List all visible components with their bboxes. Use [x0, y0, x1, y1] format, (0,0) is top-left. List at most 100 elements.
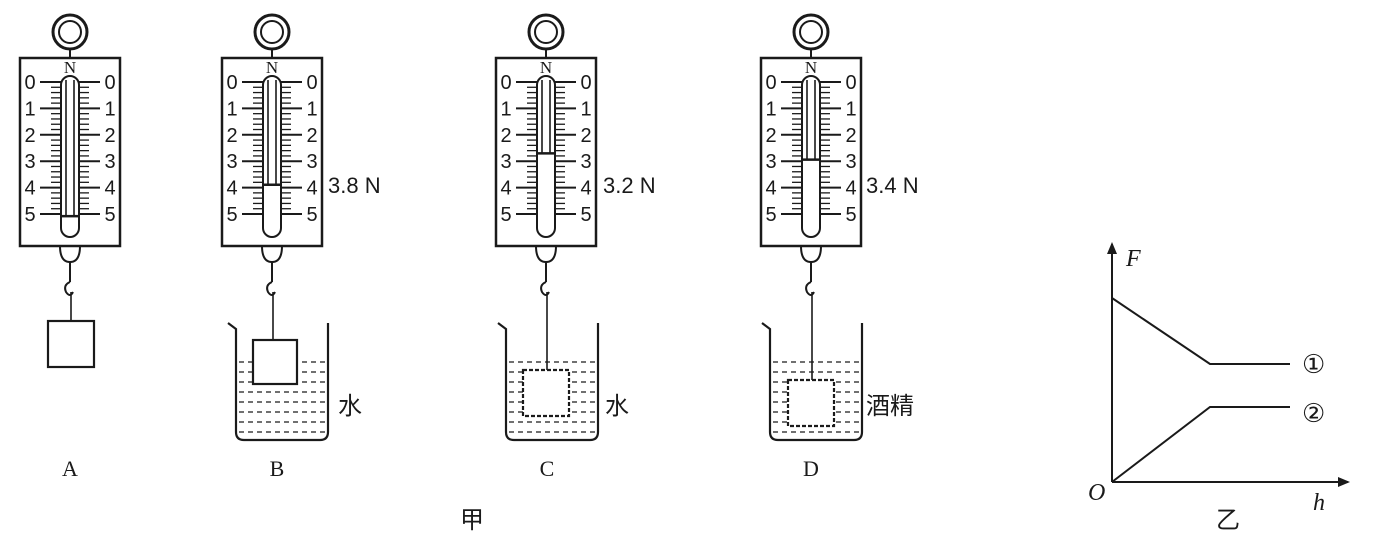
reading-b: 3.8 N: [328, 173, 381, 198]
scale-number-right: 2: [580, 125, 591, 147]
scale-unit: N: [266, 58, 278, 77]
liquid-label-d: 酒精: [866, 393, 914, 420]
scale-number-right: 4: [845, 178, 856, 200]
scale-number-right: 1: [306, 98, 317, 120]
scale-number-left: 2: [500, 125, 511, 147]
scale-number-right: 5: [580, 204, 591, 226]
scale-number-right: 4: [580, 178, 591, 200]
spring-scale-c: N 0 0 1 1 2 2 3 3 4 4 5 5: [494, 13, 600, 442]
figure-jia-caption: 甲: [460, 507, 484, 534]
scale-number-left: 3: [226, 151, 237, 173]
hook: [805, 281, 815, 296]
scale-number-right: 1: [845, 98, 856, 120]
beaker: [761, 322, 864, 442]
scale-number-left: 3: [765, 151, 776, 173]
bottom-loop: [800, 245, 822, 264]
panel-label-b: B: [270, 456, 285, 481]
scale-tube: [262, 75, 282, 238]
bottom-loop: [59, 245, 81, 264]
hanging-ring-inner: [799, 20, 823, 44]
liquid-label-c: 水: [605, 393, 629, 420]
scale-unit: N: [540, 58, 552, 77]
beaker: [497, 322, 600, 442]
x-axis-label: h: [1313, 490, 1325, 516]
scale-number-left: 5: [765, 204, 776, 226]
curve-1-label: ①: [1302, 349, 1325, 379]
origin-label: O: [1088, 480, 1105, 506]
scale-body: [220, 56, 324, 248]
scale-unit: N: [64, 58, 76, 77]
scale-tube: [801, 75, 821, 238]
scale-number-right: 4: [104, 178, 115, 200]
scale-tube: [60, 75, 80, 238]
liquid-label-b: 水: [338, 393, 362, 420]
scale-number-left: 5: [24, 204, 35, 226]
hanging-ring-inner: [260, 20, 284, 44]
scale-number-right: 0: [306, 72, 317, 94]
scale-number-left: 2: [226, 125, 237, 147]
scale-number-left: 3: [24, 151, 35, 173]
metal-block: [46, 319, 96, 369]
beaker: [227, 322, 330, 442]
scale-body: [759, 56, 863, 248]
y-axis-label: F: [1125, 246, 1141, 272]
hanging-ring-inner: [58, 20, 82, 44]
scale-number-right: 3: [845, 151, 856, 173]
metal-block: [521, 368, 571, 418]
scale-number-left: 1: [765, 98, 776, 120]
scale-number-right: 3: [306, 151, 317, 173]
panel-label-a: A: [62, 456, 78, 481]
scale-body: [494, 56, 598, 248]
scale-number-right: 5: [104, 204, 115, 226]
curve-1: [1111, 297, 1290, 365]
scale-number-left: 1: [24, 98, 35, 120]
scale-number-left: 1: [500, 98, 511, 120]
scale-number-right: 2: [104, 125, 115, 147]
spring-scale-a: N 0 0 1 1 2 2 3 3 4 4 5 5: [18, 13, 122, 369]
scale-number-left: 4: [500, 178, 511, 200]
hook: [540, 281, 550, 296]
scale-number-left: 2: [24, 125, 35, 147]
scale-number-right: 0: [580, 72, 591, 94]
scale-number-left: 4: [765, 178, 776, 200]
scale-body: [18, 56, 122, 248]
spring-scale-b: N 0 0 1 1 2 2 3 3 4 4 5 5: [220, 13, 330, 442]
scale-number-left: 3: [500, 151, 511, 173]
hook: [64, 281, 74, 296]
bottom-loop: [535, 245, 557, 264]
scale-number-right: 3: [580, 151, 591, 173]
scale-number-right: 5: [306, 204, 317, 226]
scale-number-left: 0: [226, 72, 237, 94]
curve-2: [1111, 406, 1290, 483]
scale-number-right: 1: [104, 98, 115, 120]
scale-number-right: 2: [306, 125, 317, 147]
force-depth-graph: F h O ① ② 乙: [1088, 242, 1350, 534]
panel-label-c: C: [540, 456, 555, 481]
scale-number-left: 0: [765, 72, 776, 94]
scale-number-right: 5: [845, 204, 856, 226]
scale-number-right: 3: [104, 151, 115, 173]
metal-block: [251, 338, 299, 386]
bottom-loop: [261, 245, 283, 264]
scale-number-left: 5: [500, 204, 511, 226]
scale-number-right: 4: [306, 178, 317, 200]
scale-number-left: 4: [24, 178, 35, 200]
reading-c: 3.2 N: [603, 173, 656, 198]
scale-number-left: 4: [226, 178, 237, 200]
scale-number-right: 0: [845, 72, 856, 94]
curve-2-label: ②: [1302, 398, 1325, 428]
scale-number-left: 2: [765, 125, 776, 147]
scale-number-right: 1: [580, 98, 591, 120]
scale-number-left: 1: [226, 98, 237, 120]
scale-number-right: 0: [104, 72, 115, 94]
scale-number-left: 0: [500, 72, 511, 94]
scale-tube: [536, 75, 556, 238]
scale-number-left: 0: [24, 72, 35, 94]
scale-number-left: 5: [226, 204, 237, 226]
reading-d: 3.4 N: [866, 173, 919, 198]
scale-number-right: 2: [845, 125, 856, 147]
hanging-ring-inner: [534, 20, 558, 44]
